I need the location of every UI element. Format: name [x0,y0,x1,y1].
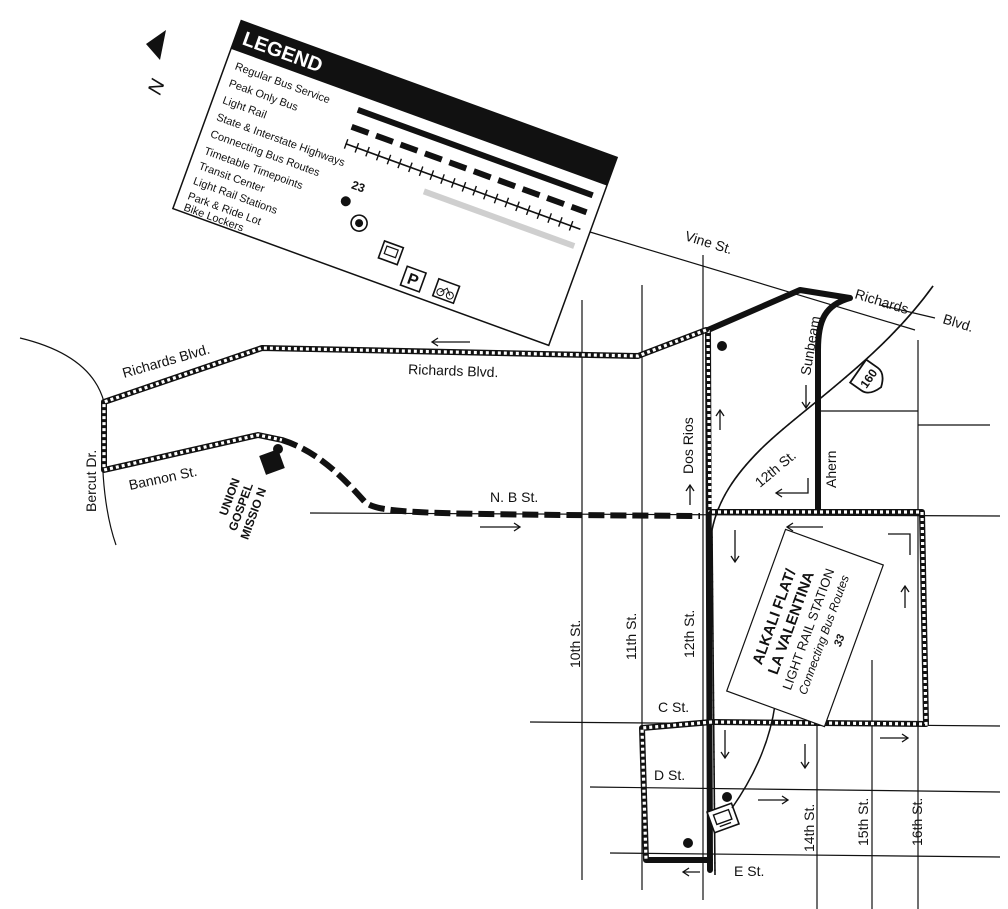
street-label-10th: 10th St. [567,620,583,668]
street-label-11th: 11th St. [623,613,639,660]
timepoint-dot [722,792,732,802]
legend-light-rail-line [345,142,581,230]
light-rail-station-icon [705,802,741,834]
street-label-richards-center: Richards Blvd. [408,361,499,380]
street-label-e: E St. [734,863,764,879]
street-label-d: D St. [654,767,685,783]
direction-arrows [430,337,911,877]
light-rail-track [711,285,934,876]
legend-regular-bus-line [356,107,594,199]
street-label-15th: 15th St. [855,798,871,846]
highway-shield-icon: 160 [848,358,884,394]
station-route-number: 33 [832,633,847,649]
station-info-box: ALKALI FLAT/ LA VALENTINA LIGHT RAIL STA… [725,528,885,728]
street-label-dos-rios: Dos Rios [680,417,696,474]
legend-panel: LEGEND Regular Bus Service Peak Only Bus… [171,19,619,347]
north-arrow-icon [146,30,166,60]
legend-parking-icon [399,265,428,293]
landmark-marker [259,449,285,475]
timepoint-dot [717,341,727,351]
timepoint-dot [683,838,693,848]
legend-title-bar [231,20,618,186]
legend-bike-icon [431,277,461,305]
legend-timepoint-dot [340,196,351,207]
legend-light-rail-station-icon [377,239,405,266]
connector-line [731,704,776,809]
legend-route-number: 23 [350,178,368,196]
peak-bus-route [281,437,701,519]
street-label-16th: 16th St. [909,798,925,846]
street-label-c: C St. [658,699,689,715]
street-label-14th: 14th St. [801,804,817,852]
street-label-n-b: N. B St. [490,489,538,505]
street-label-12th: 12th St. [681,610,697,658]
legend-peak-bus-line [350,123,588,216]
street-label-bercut: Bercut Dr. [83,450,99,512]
legend-highway-line [422,188,576,249]
street-label-ahern: Ahern [823,451,839,488]
